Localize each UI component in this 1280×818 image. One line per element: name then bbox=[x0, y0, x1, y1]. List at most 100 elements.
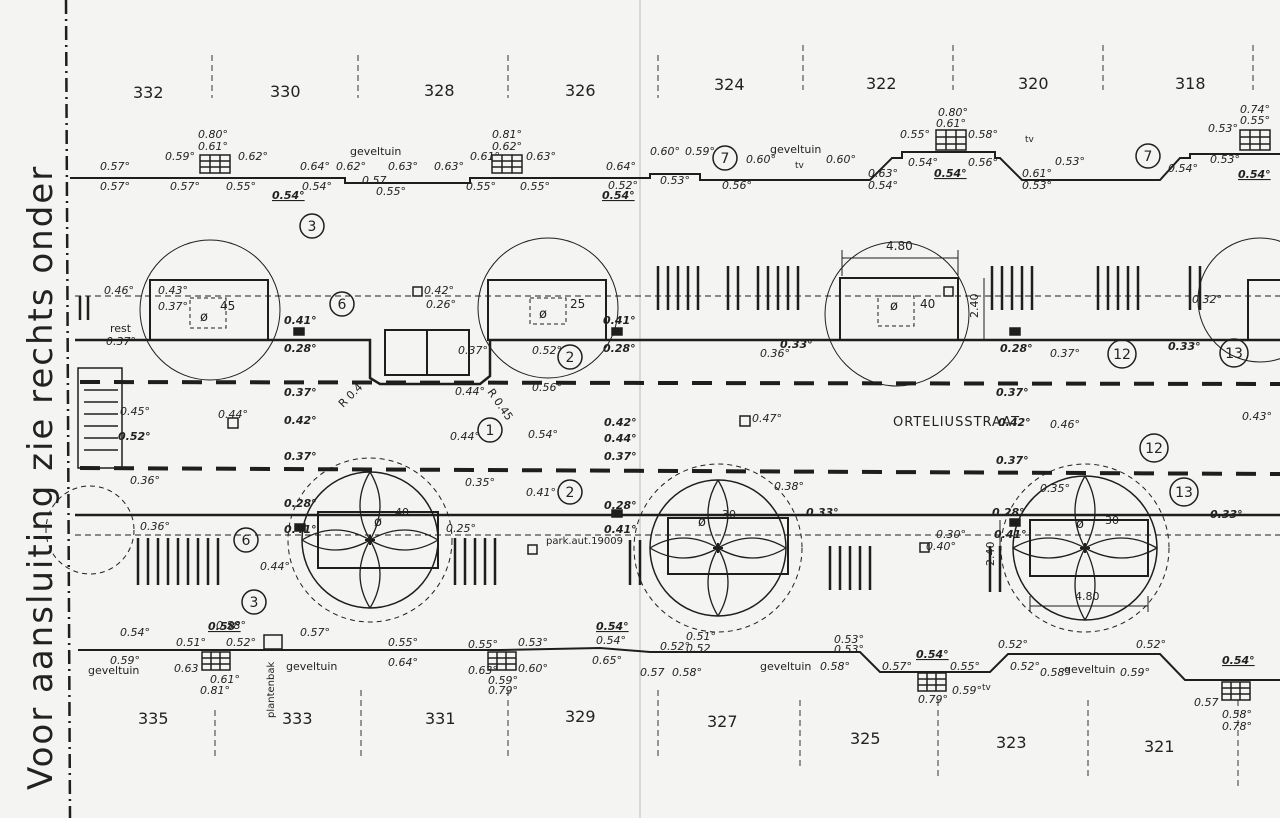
level-value: 0.65° bbox=[592, 654, 622, 667]
level-value: 0.59° bbox=[110, 654, 140, 667]
tree-value: 40 bbox=[395, 506, 409, 519]
markers bbox=[227, 286, 1021, 555]
level-value: 0.53° bbox=[834, 643, 864, 656]
lot-dividers-bottom bbox=[214, 690, 1239, 790]
tree-value: 25 bbox=[570, 297, 585, 311]
house-number: 323 bbox=[996, 733, 1027, 752]
level-value-bold: 0.54° bbox=[1238, 168, 1271, 181]
geveltuin-label: geveltuin bbox=[88, 664, 139, 677]
bike-racks bbox=[78, 266, 1202, 592]
level-value: 0.37° bbox=[458, 344, 488, 357]
level-value: 0.60° bbox=[826, 153, 856, 166]
svg-text:ø: ø bbox=[374, 515, 382, 530]
level-value-bold: 0.28° bbox=[1000, 342, 1033, 355]
dimension-lines bbox=[841, 250, 1149, 612]
level-value: 0.57 bbox=[1194, 696, 1219, 709]
level-value: 0.41° bbox=[526, 486, 556, 499]
level-value: 0.56° bbox=[722, 179, 752, 192]
level-value: 0.43° bbox=[158, 284, 188, 297]
level-value: 0.63° bbox=[526, 150, 556, 163]
level-value: 0.58° bbox=[1040, 666, 1070, 679]
house-number: 321 bbox=[1144, 737, 1175, 756]
level-value-bold: 0.37° bbox=[604, 450, 637, 463]
level-value-bold: 0.28° bbox=[992, 506, 1025, 519]
level-value: 0.61° bbox=[198, 140, 228, 153]
svg-text:12: 12 bbox=[1145, 441, 1163, 457]
tree-value: 30 bbox=[1105, 514, 1119, 527]
level-value: 0.62° bbox=[238, 150, 268, 163]
house-number: 326 bbox=[565, 81, 596, 100]
svg-text:ø: ø bbox=[200, 310, 208, 325]
level-value: 0.81° bbox=[200, 684, 230, 697]
level-value: 0.52° bbox=[608, 179, 638, 192]
level-annotations: 0.57°0.57°0.59°0.57°0.80°0.61°0.62°0.55°… bbox=[100, 103, 1272, 733]
callout: 1 bbox=[477, 417, 503, 443]
level-value: 0.37° bbox=[158, 300, 188, 313]
geveltuin-label: geveltuin bbox=[760, 660, 811, 673]
level-value: 0.55° bbox=[1240, 114, 1270, 127]
tv-label: tv bbox=[982, 683, 992, 693]
level-value: 0.57° bbox=[170, 180, 200, 193]
level-value-bold: 0.54° bbox=[1222, 654, 1255, 667]
callout: 13 bbox=[1219, 338, 1249, 368]
level-value: 0.55° bbox=[950, 660, 980, 673]
level-value: 0.35° bbox=[1040, 482, 1070, 495]
svg-text:12: 12 bbox=[1113, 347, 1131, 363]
callout: 6 bbox=[329, 291, 355, 317]
level-value: 0.45° bbox=[120, 405, 150, 418]
house-number: 325 bbox=[850, 729, 881, 748]
house-number: 329 bbox=[565, 707, 596, 726]
level-value: 0.53° bbox=[518, 636, 548, 649]
geveltuin-label: geveltuin bbox=[286, 660, 337, 673]
level-value: 0.61° bbox=[470, 150, 500, 163]
level-value-bold: 0.41° bbox=[994, 528, 1027, 541]
tree-value: 45 bbox=[220, 299, 235, 313]
level-value-bold: 0.54° bbox=[596, 620, 629, 633]
level-value-bold: 0.28° bbox=[604, 499, 637, 512]
level-value: 0.63° bbox=[388, 160, 418, 173]
level-value: 0.59° bbox=[952, 684, 982, 697]
lot-dividers-top bbox=[211, 45, 1254, 98]
level-value-bold: 0.54° bbox=[916, 648, 949, 661]
house-number: 322 bbox=[866, 74, 897, 93]
house-number: 330 bbox=[270, 82, 301, 101]
level-value: 0.57 bbox=[362, 174, 387, 187]
level-value: 0.55° bbox=[468, 638, 498, 651]
level-value: 0.60° bbox=[650, 145, 680, 158]
level-value-bold: 0.37° bbox=[996, 386, 1029, 399]
level-value: 0.36° bbox=[140, 520, 170, 533]
svg-text:ø: ø bbox=[539, 307, 547, 322]
street-name: ORTELIUSSTRAAT bbox=[893, 415, 1020, 430]
callout: 6 bbox=[233, 527, 259, 553]
level-value: 0.55° bbox=[388, 636, 418, 649]
level-value: 0.52° bbox=[998, 638, 1028, 651]
svg-text:13: 13 bbox=[1225, 346, 1243, 362]
level-value: 0.46° bbox=[104, 284, 134, 297]
level-value: 0.64° bbox=[300, 160, 330, 173]
level-value: 0.63° bbox=[468, 664, 498, 677]
svg-text:2: 2 bbox=[566, 485, 575, 501]
level-value: 0.30° bbox=[936, 528, 966, 541]
geveltuin-label: geveltuin bbox=[770, 143, 821, 156]
level-value: 0.44° bbox=[260, 560, 290, 573]
level-value: 0.59° bbox=[685, 145, 715, 158]
level-value-bold: 0.42° bbox=[998, 416, 1031, 429]
level-value: 0.79° bbox=[488, 684, 518, 697]
level-value: 0.40° bbox=[926, 540, 956, 553]
level-value: 0.37° bbox=[1050, 347, 1080, 360]
level-value: 0.53° bbox=[1055, 155, 1085, 168]
level-value: 0.38° bbox=[774, 480, 804, 493]
level-value-bold: 0.41° bbox=[603, 314, 636, 327]
svg-text:13: 13 bbox=[1175, 485, 1193, 501]
house-number: 328 bbox=[424, 81, 455, 100]
level-value: 0.26° bbox=[426, 298, 456, 311]
level-value: 0.32° bbox=[1192, 293, 1222, 306]
callout: 12 bbox=[1139, 433, 1169, 463]
house-numbers-bottom: 335 333 331 329 327 325 323 321 bbox=[138, 707, 1175, 756]
level-value: 0.52° bbox=[660, 640, 690, 653]
callout: 2 bbox=[557, 344, 583, 370]
level-value: 0.63 bbox=[174, 662, 199, 675]
level-value: 0.44° bbox=[455, 385, 485, 398]
level-value: 0.54° bbox=[908, 156, 938, 169]
